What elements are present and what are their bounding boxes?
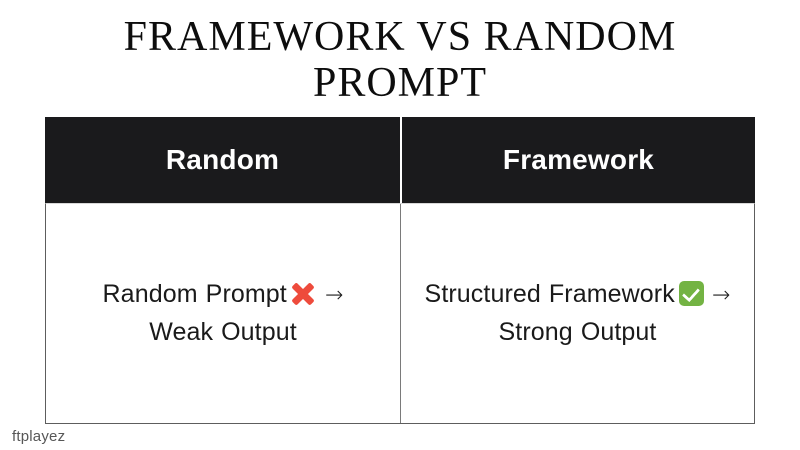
arrow-right-icon-random: → (324, 283, 344, 308)
table-header-cell-framework: Framework (400, 117, 755, 203)
arrow-right-icon-framework: → (711, 283, 731, 308)
table-header-cell-random: Random (45, 117, 400, 203)
watermark-label: ftplayez (12, 428, 66, 445)
page-title: FRAMEWORK VS RANDOM PROMPT (123, 14, 677, 106)
table-cell-random: Random Prompt → Weak Output (46, 204, 400, 423)
table-cell-framework: Structured Framework → Strong Output (400, 204, 754, 423)
cross-mark-icon (290, 281, 316, 307)
framework-cell-label-after: Strong Output (498, 318, 657, 346)
framework-cell-label-before: Structured Framework (424, 280, 675, 308)
table-header-row: Random Framework (45, 117, 755, 203)
comparison-table: Random Framework Random Prompt → Weak Ou… (45, 117, 755, 424)
table-row: Random Prompt → Weak Output Structured F… (45, 203, 755, 424)
framework-cell-text: Structured Framework → Strong Output (423, 276, 732, 351)
random-cell-label-before: Random Prompt (102, 280, 287, 308)
check-mark-button-icon (678, 281, 704, 306)
random-cell-label-after: Weak Output (149, 318, 297, 346)
random-cell-text: Random Prompt → Weak Output (68, 276, 378, 351)
table-header-label-framework: Framework (502, 144, 655, 175)
table-header-label-random: Random (165, 144, 280, 175)
